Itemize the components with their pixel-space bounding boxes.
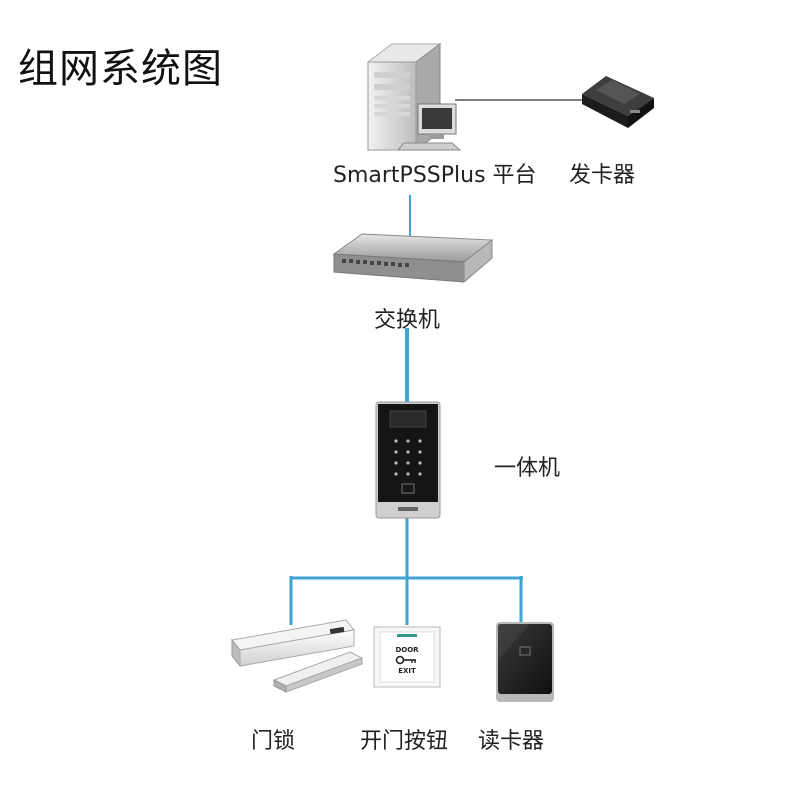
server-icon: [366, 43, 462, 151]
access-terminal-icon: [375, 401, 441, 519]
card-reader-icon: [496, 622, 554, 702]
card-issuer-label: 发卡器: [569, 163, 636, 188]
exit-button-text-top: DOOR: [395, 646, 419, 654]
platform-label: SmartPSSPlus 平台: [333, 163, 537, 188]
magnetic-lock-icon: [231, 619, 364, 693]
terminal-label: 一体机: [494, 456, 561, 481]
exit-button-label: 开门按钮: [360, 729, 449, 754]
diagram-title: 组网系统图: [18, 46, 223, 92]
switch-label: 交换机: [374, 308, 441, 333]
key-icon: [395, 655, 416, 665]
network-switch-icon: [332, 233, 494, 284]
exit-button-text-bottom: EXIT: [398, 667, 416, 675]
door-lock-label: 门锁: [251, 729, 296, 754]
exit-button-icon: DOOR EXIT: [373, 626, 441, 688]
card-reader-label: 读卡器: [478, 729, 545, 754]
card-reader-desktop-icon: [582, 76, 654, 128]
